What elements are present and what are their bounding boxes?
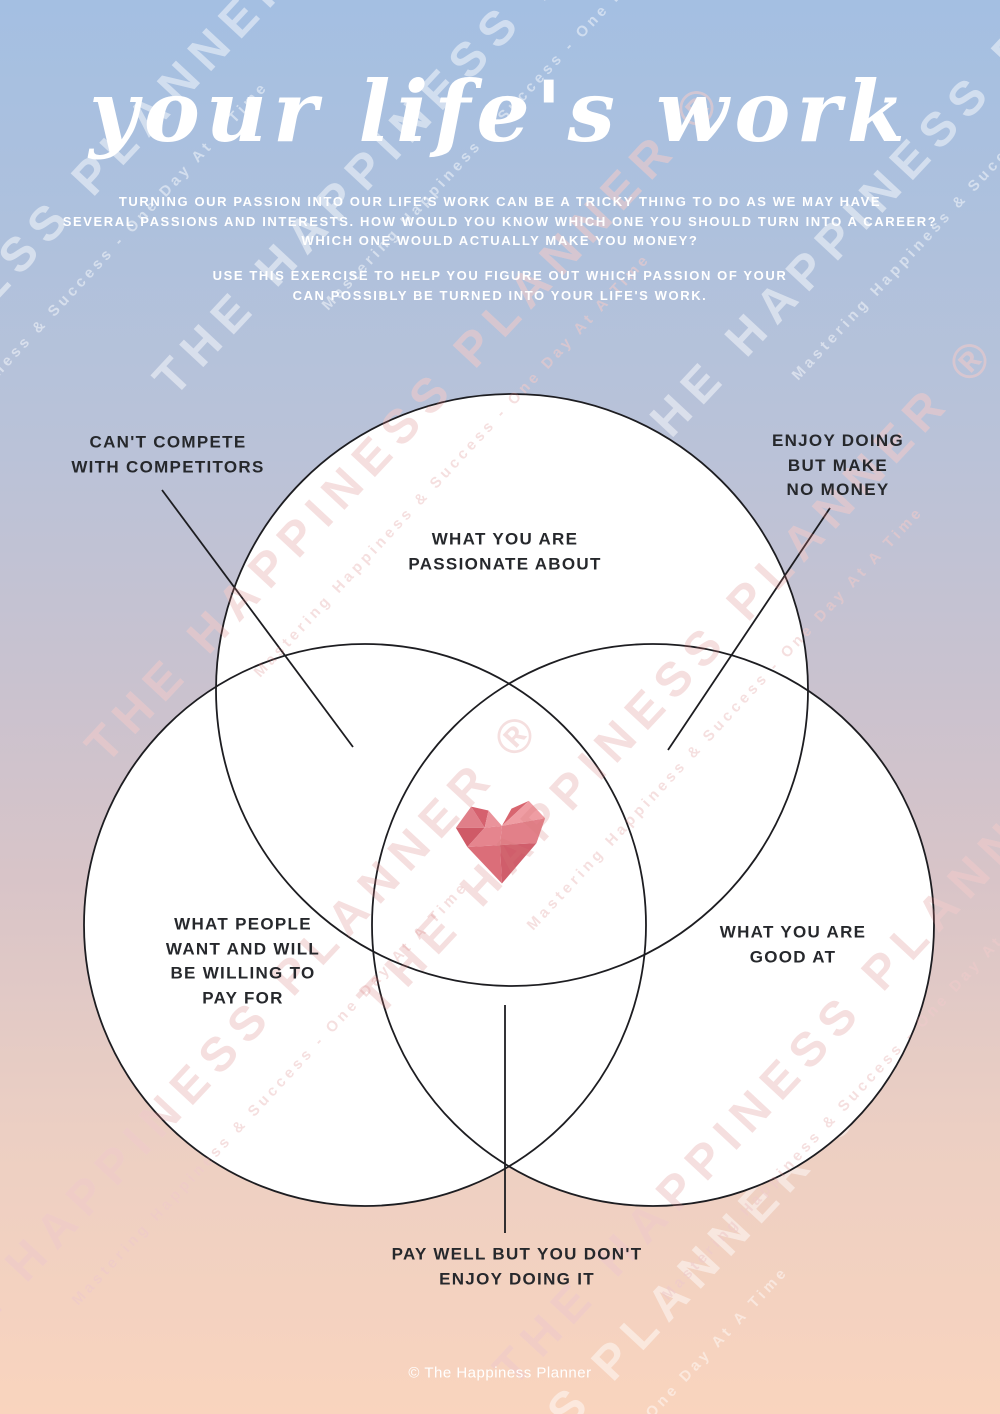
heart-facet <box>467 825 502 847</box>
circle-pay-for-outline <box>83 643 647 1207</box>
label-circle-good-at: WHAT YOU ARE GOOD AT <box>719 922 867 966</box>
heart-facet <box>484 810 502 828</box>
circle-good-at-outline <box>371 643 935 1207</box>
heart-facet <box>500 818 546 846</box>
watermark-tagline-text: Mastering Happiness & Success - One Day … <box>68 877 473 1309</box>
annotation-cant-compete: CAN'T COMPETE WITH COMPETITORS <box>71 432 265 476</box>
page-title: your life's work <box>89 62 911 161</box>
watermark-tagline-text: Mastering Happiness & Success - One Day … <box>658 873 1000 1304</box>
circle-good-at-fill <box>372 644 934 1206</box>
heart-facet <box>501 800 546 826</box>
leader-line-cant-compete <box>161 489 354 748</box>
watermark-brand-text: THE HAPPINESS PLANNER ® <box>0 698 554 1401</box>
watermark: THE HAPPINESS PLANNER ® Mastering Happin… <box>0 698 587 1414</box>
intro-paragraph-1: TURNING OUR PASSION INTO OUR LIFE'S WORK… <box>62 194 938 248</box>
intro-paragraph-2: USE THIS EXERCISE TO HELP YOU FIGURE OUT… <box>212 268 788 303</box>
heart-facet <box>455 827 485 847</box>
leader-line-enjoy-no-money <box>667 507 831 751</box>
heart-facet <box>455 806 485 828</box>
annotation-pay-no-enjoy: PAY WELL BUT YOU DON'T ENJOY DOING IT <box>391 1244 643 1288</box>
heart-facet <box>471 806 489 828</box>
watermark-brand-text: THE HAPPINESS PLANNER ® <box>75 70 736 773</box>
heart-facet <box>500 843 537 884</box>
annotation-enjoy-no-money: ENJOY DOING BUT MAKE NO MONEY <box>771 431 905 500</box>
heart-icon <box>455 800 546 884</box>
watermark: THE HAPPINESS PLANNER ® Mastering Happin… <box>483 693 1000 1414</box>
copyright-text: © The Happiness Planner <box>408 1364 592 1382</box>
heart-facet <box>467 845 502 884</box>
label-circle-pay-for: WHAT PEOPLE WANT AND WILL BE WILLING TO … <box>165 914 321 1008</box>
label-circle-passionate: WHAT YOU ARE PASSIONATE ABOUT <box>408 529 602 573</box>
watermark-tagline-text: Mastering Happiness & Success - One Day … <box>523 502 928 934</box>
